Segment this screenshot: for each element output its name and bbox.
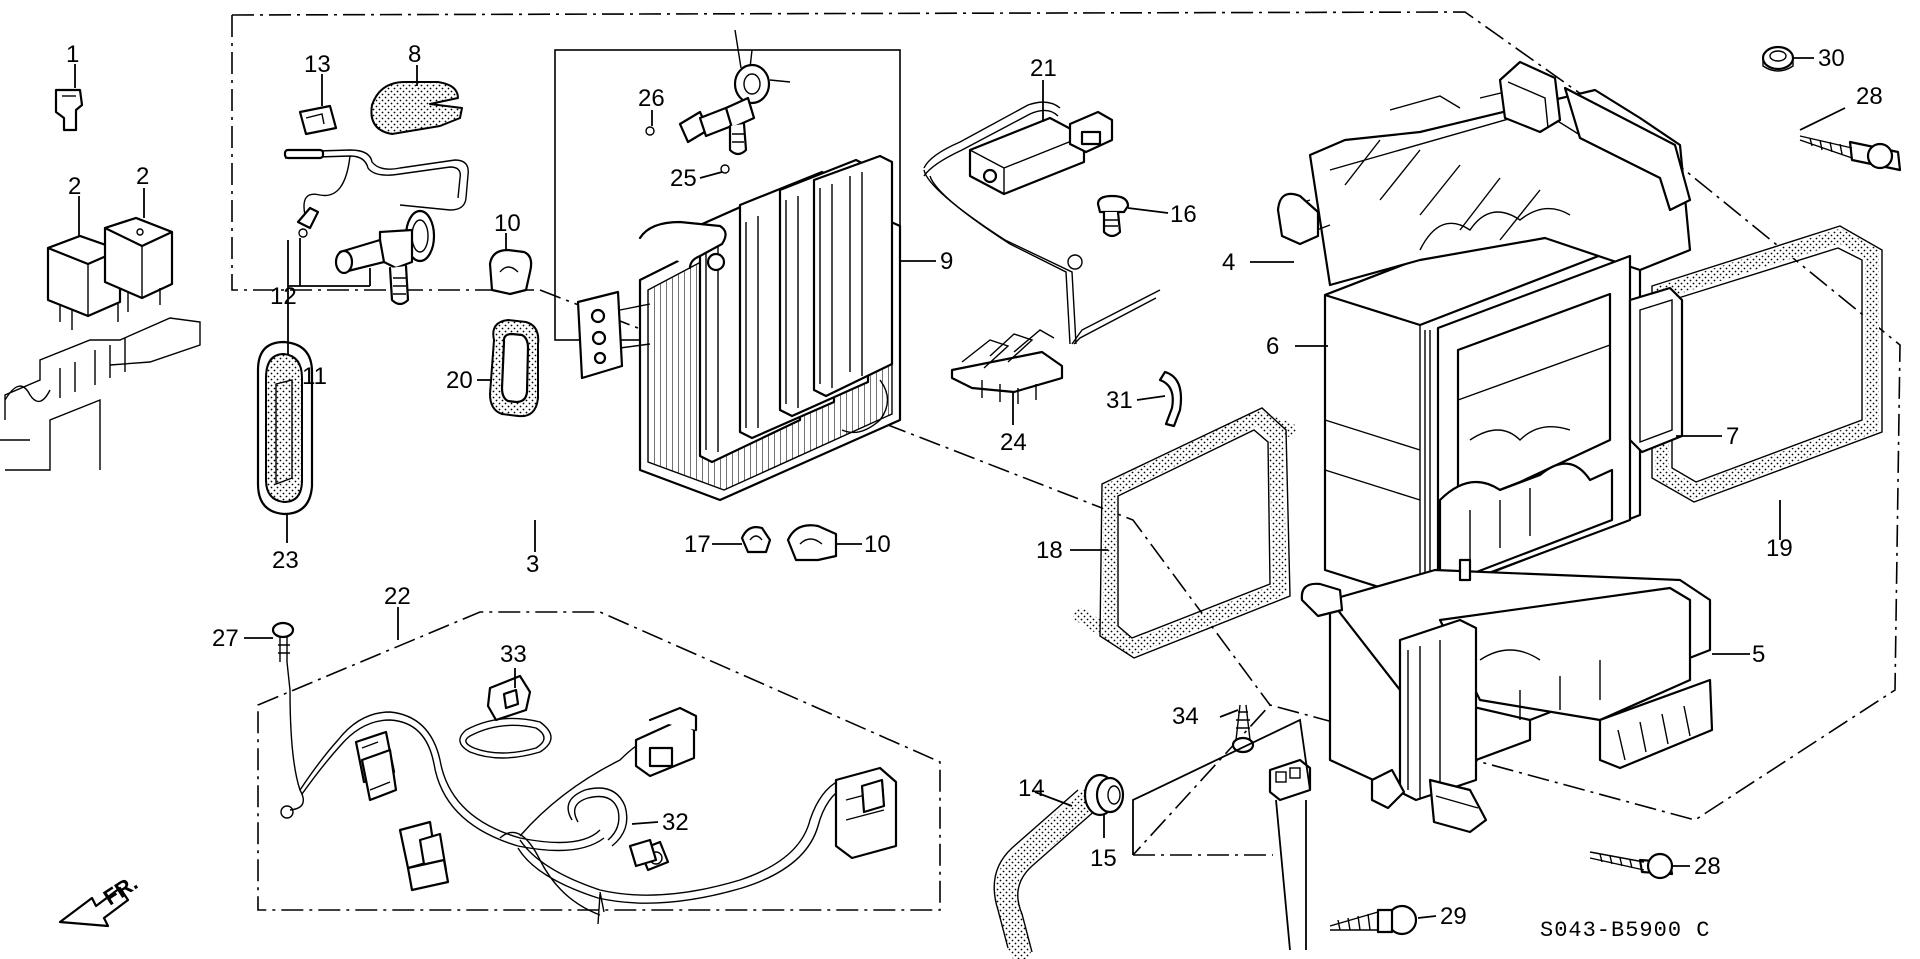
callout-28b: 28: [1694, 853, 1721, 880]
callout-3: 3: [526, 551, 539, 578]
part-9-evaporator: [576, 154, 902, 502]
callout-8: 8: [408, 41, 421, 68]
callout-14: 14: [1018, 775, 1045, 802]
callout-29: 29: [1440, 903, 1467, 930]
callout-2: 2: [68, 173, 81, 200]
part-19-seal-frame: [1651, 225, 1883, 503]
part-2-relays: [46, 216, 174, 330]
part-26-sensor-probe: [645, 29, 791, 174]
callout-34: 34: [1172, 703, 1199, 730]
callout-28: 28: [1856, 83, 1883, 110]
part-7-flap: [1628, 286, 1684, 454]
callout-4: 4: [1222, 249, 1235, 276]
part-8-insulator: [370, 81, 463, 135]
callout-32: 32: [662, 809, 689, 836]
callout-26: 26: [638, 85, 665, 112]
callout-18: 18: [1036, 537, 1063, 564]
callout-33: 33: [500, 641, 527, 668]
part-29-screw: [1329, 904, 1418, 936]
part-14-drain-hose: [993, 789, 1099, 959]
callout-13: 13: [304, 51, 331, 78]
front-arrow: FR.: [58, 870, 142, 928]
part-10-clamp-upper: [488, 248, 533, 296]
leader-lines: [74, 57, 1846, 951]
part-13-clip: [298, 104, 338, 136]
callout-22: 22: [384, 583, 411, 610]
callout-11: 11: [302, 363, 327, 390]
callout-20: 20: [446, 367, 473, 394]
callout-25: 25: [670, 165, 697, 192]
relay-box-bracket: [0, 317, 201, 471]
part-31-clip: [1158, 370, 1183, 428]
callout-24: 24: [1000, 429, 1027, 456]
callout-labels: 1 2 2 3 4 5 6 7 8 9 10 10 11 12 13 14 15…: [66, 41, 1883, 930]
part-15-grommet: [1083, 773, 1125, 817]
callout-2b: 2: [136, 163, 149, 190]
callout-10: 10: [494, 210, 521, 237]
callout-9: 9: [940, 248, 953, 275]
callout-31: 31: [1106, 387, 1133, 414]
part-5-lower-case: [1268, 558, 1714, 834]
callout-17: 17: [684, 531, 711, 558]
part-11-expansion-valve: [283, 148, 469, 306]
part-33-clip: [459, 674, 552, 759]
callout-1: 1: [66, 41, 79, 68]
callout-5: 5: [1752, 641, 1765, 668]
part-34-screw: [1231, 704, 1255, 754]
harness-outline: [257, 611, 941, 911]
part-6-upper-case: [1276, 60, 1692, 602]
callout-30: 30: [1818, 45, 1845, 72]
part-28-screw-lower: [1589, 851, 1674, 880]
part-23-gasket: [256, 340, 314, 516]
part-16-clip: [1096, 194, 1130, 238]
part-27-bolt: [271, 621, 295, 662]
part-32-strap: [567, 787, 658, 868]
part-20-seal: [489, 319, 540, 418]
callout-10b: 10: [864, 531, 891, 558]
part-1-clip: [54, 88, 84, 132]
part-21-thermistor: [923, 101, 1161, 345]
callout-15: 15: [1090, 845, 1117, 872]
callout-7: 7: [1726, 423, 1739, 450]
callout-23: 23: [272, 547, 299, 574]
part-10-clamp-lower: [786, 524, 838, 562]
callout-27: 27: [212, 625, 239, 652]
part-28-screw-upper: [1799, 135, 1902, 172]
part-24-bracket: [950, 329, 1064, 404]
part-30-nut: [1761, 45, 1795, 72]
diagram-code: S043-B5900 C: [1540, 918, 1710, 943]
callout-16: 16: [1170, 201, 1197, 228]
callout-21: 21: [1030, 55, 1057, 82]
callout-12: 12: [270, 283, 297, 310]
callout-19: 19: [1766, 535, 1793, 562]
part-17-clamp: [740, 526, 772, 554]
part-18-seal-frame: [1073, 407, 1297, 659]
callout-6: 6: [1266, 333, 1279, 360]
